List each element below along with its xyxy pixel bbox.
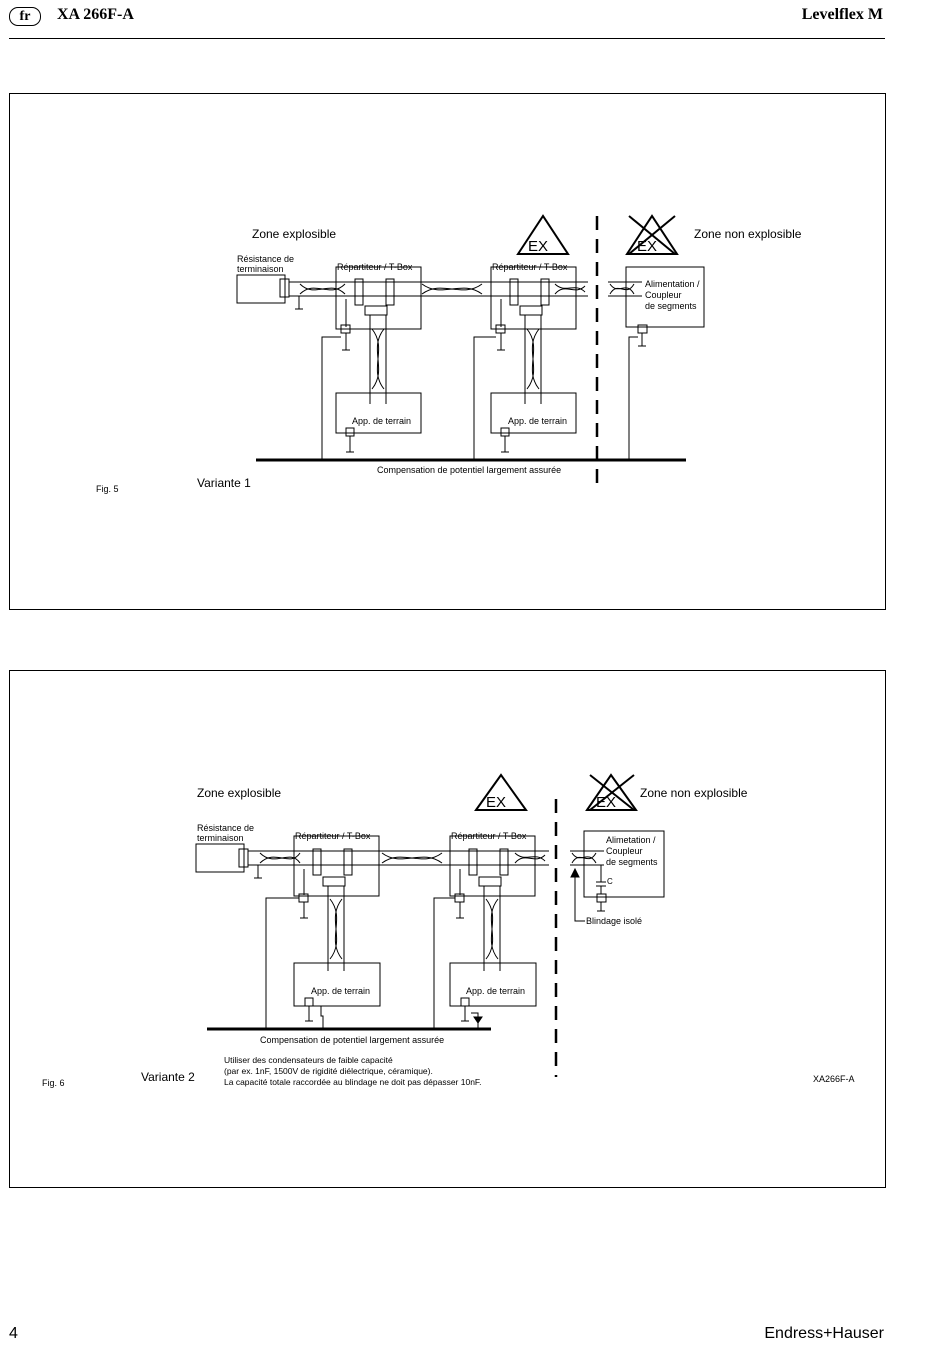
- power-supply-box: [625, 266, 705, 328]
- power-supply-box: [583, 830, 665, 898]
- ex-triangle-icon: [474, 773, 528, 811]
- tbox-2-label: Répartiteur / T-Box: [492, 262, 568, 272]
- field-device-1-box: [293, 962, 381, 1007]
- note-line-1: Utiliser des condensateurs de faible cap…: [224, 1055, 393, 1065]
- figure-5-frame: Zone explosible Zone non explosible EX E…: [9, 93, 886, 610]
- termination-label-line2: terminaison: [197, 833, 244, 843]
- field-device-2-label: App. de terrain: [466, 986, 525, 996]
- figure-label: Fig. 5: [96, 484, 119, 494]
- power-supply-label-line2: Coupleur: [645, 290, 682, 300]
- equipotential-label: Compensation de potentiel largement assu…: [377, 465, 561, 475]
- brand-name: Endress+Hauser: [764, 1325, 884, 1342]
- equipotential-label: Compensation de potentiel largement assu…: [260, 1035, 444, 1045]
- termination-label-line1: Résistance de: [197, 823, 254, 833]
- language-badge: fr: [9, 7, 41, 26]
- insulated-shield-label: Blindage isolé: [586, 916, 642, 926]
- field-device-2-box: [490, 392, 577, 434]
- ex-crossed-symbol-text: EX: [596, 794, 616, 811]
- field-device-1-label: App. de terrain: [352, 416, 411, 426]
- ex-triangle-icon: [516, 214, 570, 255]
- zone-non-ex-label: Zone non explosible: [694, 227, 802, 241]
- termination-label-line2: terminaison: [237, 264, 284, 274]
- tbox-2-box: [490, 266, 577, 330]
- termination-resistor-box: [195, 843, 245, 873]
- variant-label: Variante 1: [197, 476, 251, 490]
- note-line-2: (par ex. 1nF, 1500V de rigidité diélectr…: [224, 1066, 433, 1076]
- ex-symbol-text: EX: [486, 794, 506, 811]
- figure-5-diagram: Zone explosible Zone non explosible EX E…: [96, 214, 802, 494]
- tbox-1-label: Répartiteur / T-Box: [337, 262, 413, 272]
- ex-crossed-triangle-icon: [585, 773, 638, 811]
- power-supply-label-line3: de segments: [645, 301, 697, 311]
- field-device-2-box: [449, 962, 537, 1007]
- product-name: Levelflex M: [801, 6, 883, 23]
- drawing-code: XA266F-A: [813, 1074, 855, 1084]
- tbox-2-label: Répartiteur / T-Box: [451, 831, 527, 841]
- termination-label-line1: Résistance de: [237, 254, 294, 264]
- variant-label: Variante 2: [141, 1070, 195, 1084]
- field-device-2-label: App. de terrain: [508, 416, 567, 426]
- zone-ex-label: Zone explosible: [197, 786, 281, 800]
- zone-non-ex-label: Zone non explosible: [640, 786, 748, 800]
- power-supply-label-line3: de segments: [606, 857, 658, 867]
- power-supply-label-line2: Coupleur: [606, 846, 643, 856]
- page-number: 4: [9, 1325, 18, 1342]
- power-supply-label-line1: Alimentation /: [645, 279, 700, 289]
- ex-crossed-symbol-text: EX: [637, 238, 657, 255]
- ex-symbol-text: EX: [528, 238, 548, 255]
- tbox-1-label: Répartiteur / T-Box: [295, 831, 371, 841]
- field-device-1-label: App. de terrain: [311, 986, 370, 996]
- termination-resistor-box: [236, 274, 286, 304]
- ex-crossed-triangle-icon: [625, 214, 679, 255]
- zone-ex-label: Zone explosible: [252, 227, 336, 241]
- capacitor-label: C: [607, 877, 613, 886]
- tbox-1-box: [293, 835, 380, 897]
- field-device-1-box: [335, 392, 422, 434]
- tbox-2-box: [449, 835, 536, 897]
- page-header: fr XA 266F-A Levelflex M: [9, 0, 885, 39]
- note-line-3: La capacité totale raccordée au blindage…: [224, 1077, 482, 1087]
- tbox-1-box: [335, 266, 422, 330]
- figure-label: Fig. 6: [42, 1078, 65, 1088]
- document-code: XA 266F-A: [57, 6, 134, 23]
- figure-6-diagram: Zone explosible Zone non explosible EX E…: [42, 773, 855, 1088]
- figure-6-frame: Zone explosible Zone non explosible EX E…: [9, 670, 886, 1188]
- power-supply-label-line1: Alimetation /: [606, 835, 656, 845]
